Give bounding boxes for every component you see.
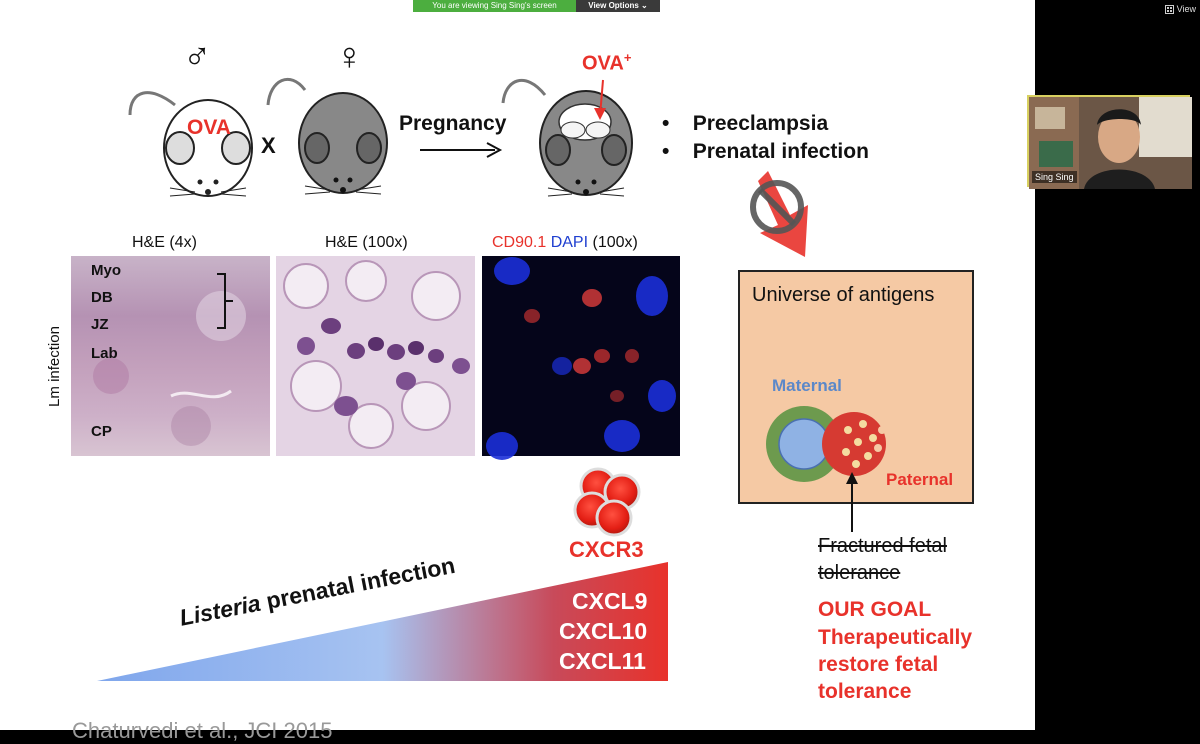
he100x-title: H&E (100x)	[325, 234, 408, 251]
cross-label: X	[261, 133, 276, 158]
maternal-label: Maternal	[772, 376, 842, 395]
chemokine-cxcl11: CXCL11	[559, 648, 646, 674]
view-options-label: View Options	[588, 1, 639, 10]
bullet-text: Preeclampsia	[692, 112, 829, 135]
bullet-text: Prenatal infection	[692, 140, 869, 163]
layer-cp: CP	[91, 423, 112, 440]
antigen-venn-diagram	[766, 406, 886, 482]
universe-title: Universe of antigens	[752, 284, 935, 306]
participant-name-label: Sing Sing	[1032, 171, 1077, 183]
female-symbol: ♀	[335, 36, 364, 78]
infection-gradient-wedge	[97, 562, 668, 681]
layer-db: DB	[91, 289, 113, 306]
chemokine-cxcl10: CXCL10	[559, 618, 648, 644]
view-options-button[interactable]: View Options ⌄	[576, 0, 660, 12]
universe-of-antigens-box: Universe of antigens Maternal Paternal	[738, 270, 974, 504]
cxcr3-label: CXCR3	[569, 537, 644, 562]
goal-line-4: tolerance	[818, 680, 912, 703]
cd901-label: CD90.1	[492, 234, 547, 251]
cxcr3-cells-icon	[573, 467, 641, 537]
layer-myo: Myo	[91, 262, 121, 279]
goal-line-2: Therapeutically	[818, 626, 973, 649]
fractured-tolerance-line2: tolerance	[818, 562, 901, 584]
citation: Chaturvedi et al., JCI 2015	[72, 718, 333, 743]
chemokine-cxcl9: CXCL9	[572, 588, 648, 614]
layer-jz: JZ	[91, 316, 109, 333]
sharing-status: You are viewing Sing Sing's screen	[413, 0, 576, 12]
pregnancy-arrow-icon	[420, 142, 503, 158]
dapi-label: DAPI	[550, 234, 589, 251]
ova-mouse-icon	[128, 91, 253, 197]
he100x-micrograph	[276, 256, 475, 456]
mice-illustration	[128, 77, 633, 197]
goal-line-3: restore fetal	[818, 653, 939, 676]
cd901-dapi-micrograph	[482, 256, 680, 460]
ova-label: OVA	[187, 116, 231, 139]
prohibition-arrow-icon	[750, 171, 808, 257]
view-button[interactable]: View	[1164, 4, 1196, 14]
ova-plus-superscript: +	[623, 50, 632, 65]
pregnancy-label: Pregnancy	[399, 112, 507, 135]
lm-infection-label: Lm infection	[46, 326, 63, 407]
bullet-preeclampsia: • Preeclampsia	[662, 112, 829, 135]
ova-plus-label: OVA+	[582, 50, 631, 76]
view-label: View	[1176, 4, 1196, 14]
female-mouse-icon	[266, 77, 388, 195]
screen-share-banner: You are viewing Sing Sing's screen View …	[413, 0, 660, 12]
he4x-micrograph: Myo DB JZ Lab CP	[71, 256, 270, 456]
participant-video-tile[interactable]: Sing Sing	[1027, 95, 1192, 189]
fractured-tolerance-line1: Fractured fetal	[818, 535, 947, 557]
shared-slide: You are viewing Sing Sing's screen View …	[0, 0, 1035, 743]
ova-plus-text: OVA	[582, 52, 624, 75]
layer-lab: Lab	[91, 345, 118, 362]
male-symbol: ♂	[183, 36, 212, 78]
magnification-label: (100x)	[592, 234, 638, 251]
goal-line-1: OUR GOAL	[818, 598, 932, 621]
he4x-title: H&E (4x)	[132, 234, 197, 251]
pregnant-mouse-icon	[501, 78, 633, 197]
fractured-tolerance-arrow-icon	[846, 472, 858, 532]
cd901-dapi-title: CD90.1 DAPI (100x)	[492, 234, 638, 252]
grid-view-icon	[1164, 4, 1174, 14]
bullet-prenatal-infection: • Prenatal infection	[662, 140, 869, 163]
paternal-label: Paternal	[886, 470, 954, 489]
